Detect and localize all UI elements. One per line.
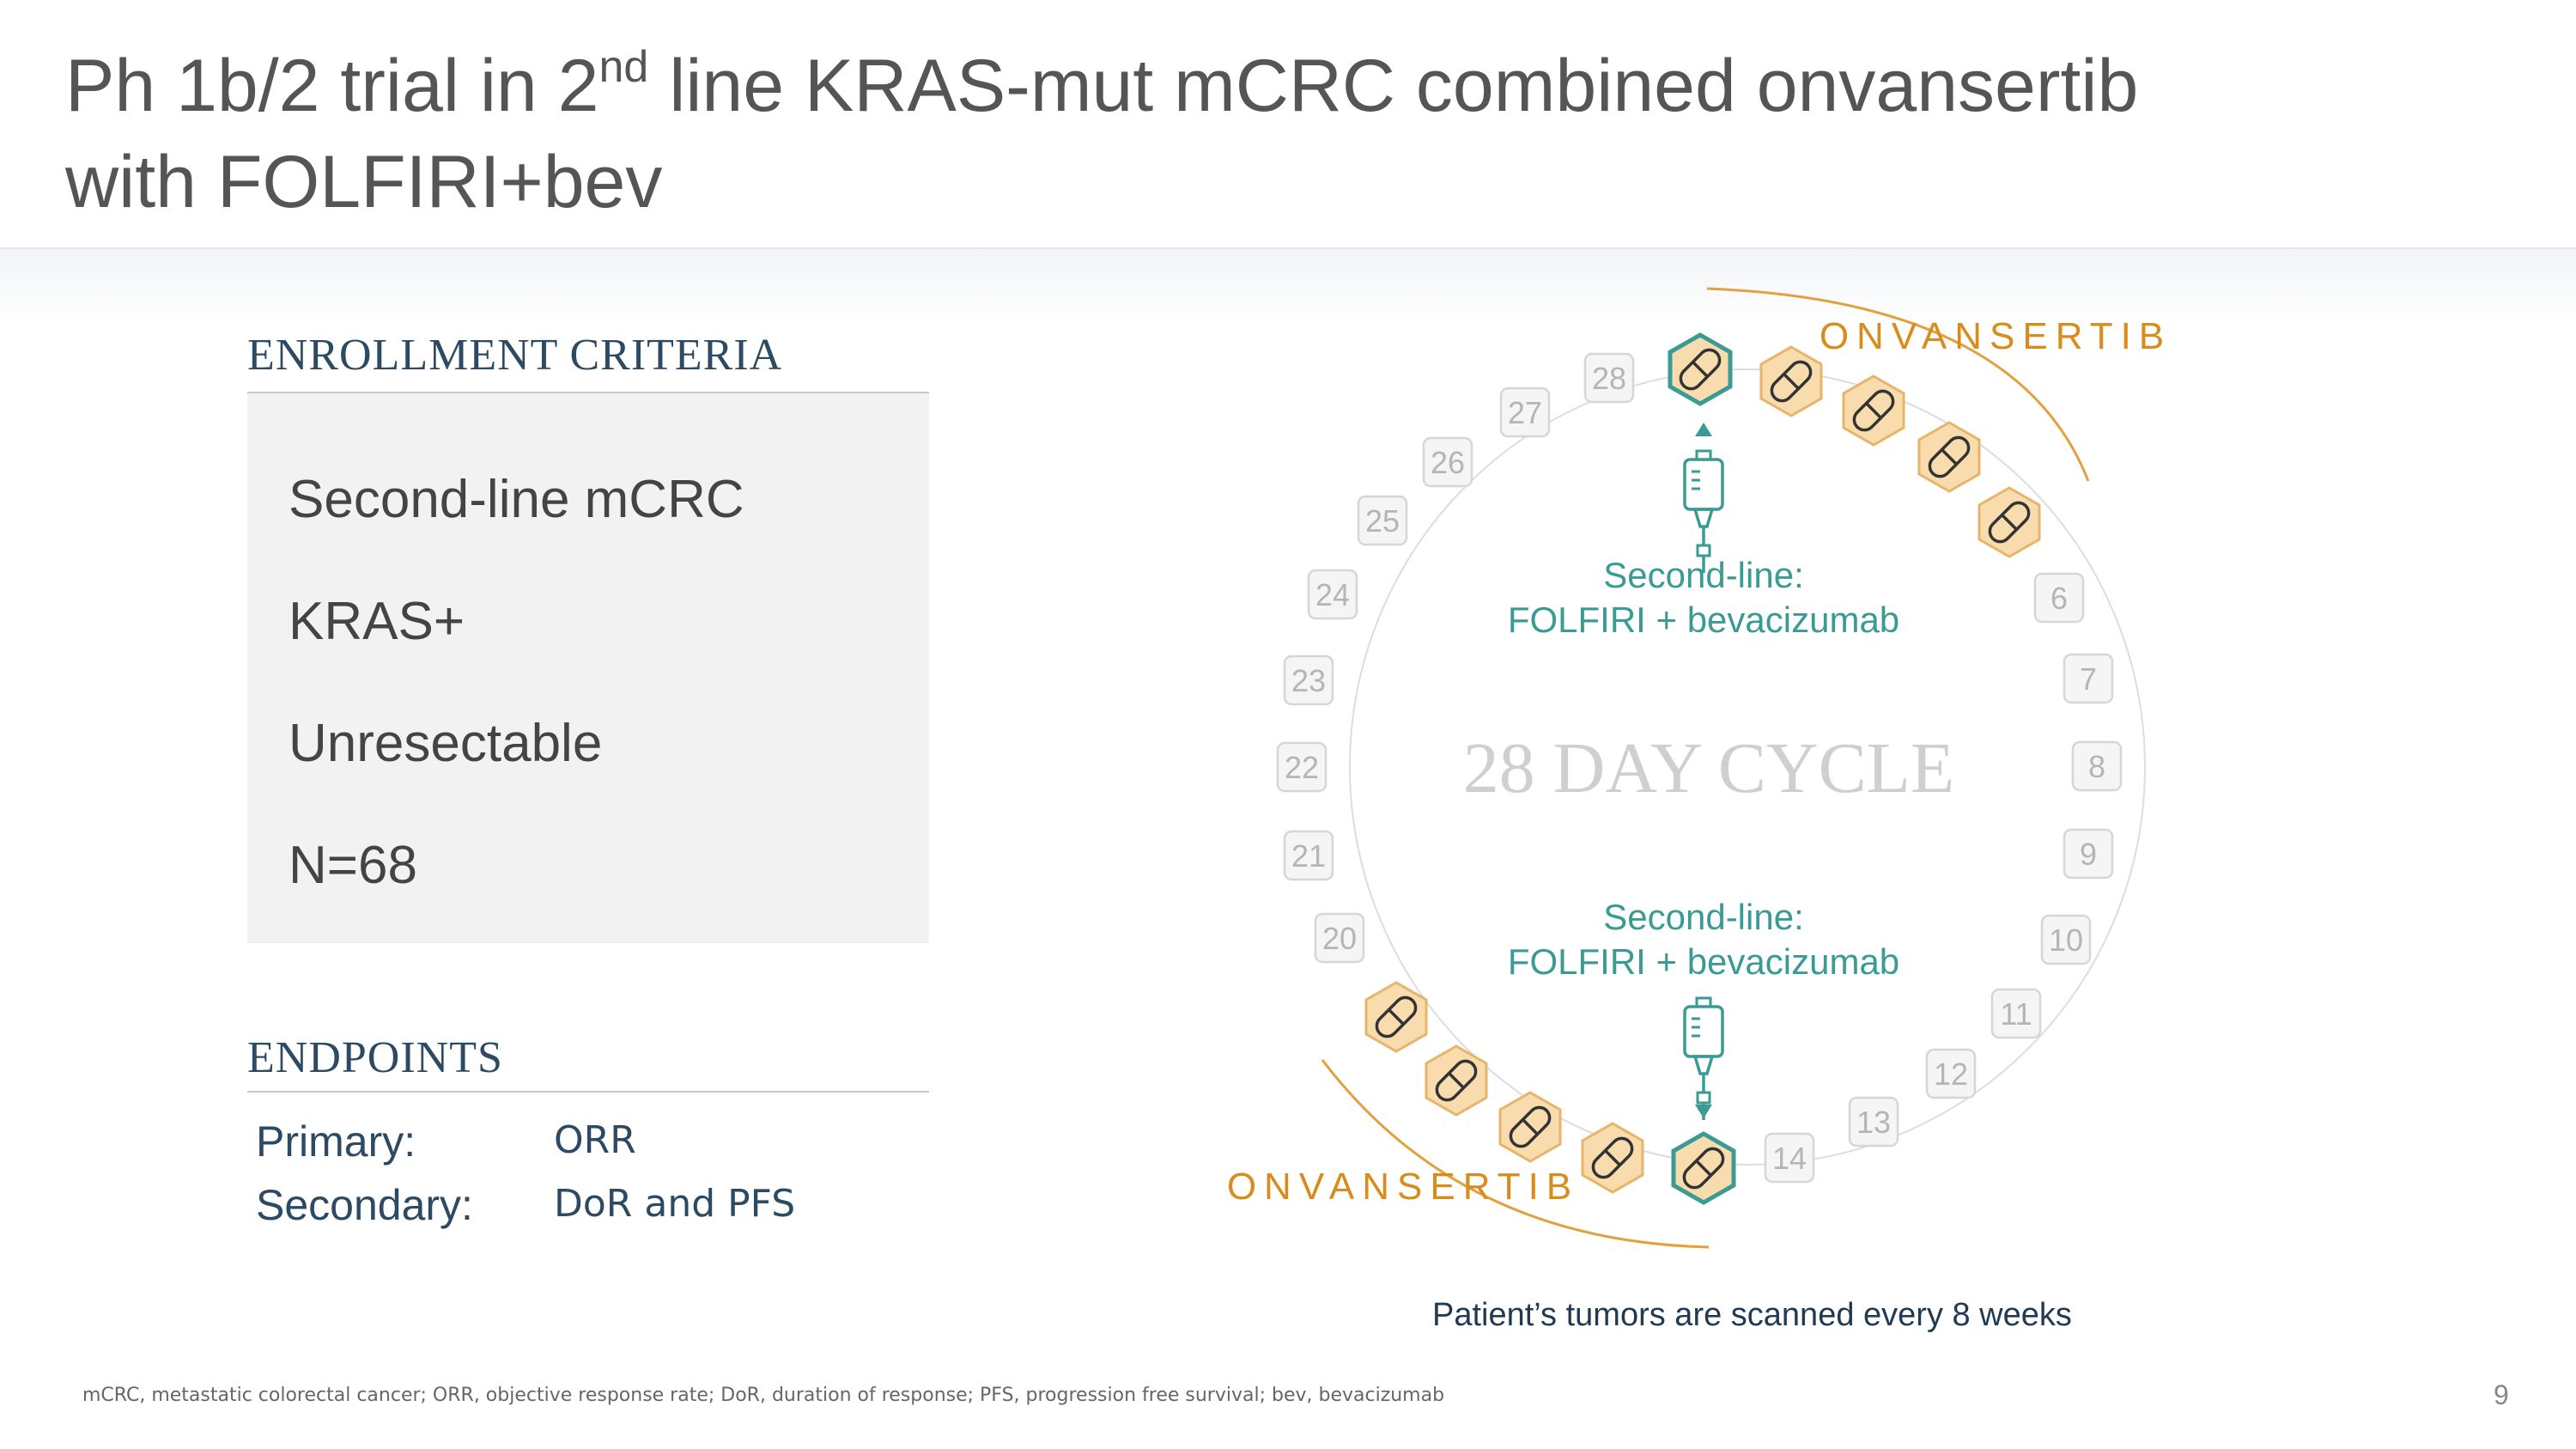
page-number: 9 xyxy=(2494,1379,2509,1410)
day-number: 26 xyxy=(1431,445,1465,480)
onvansertib-arc-bottom xyxy=(1321,1059,1710,1249)
cycle-ring xyxy=(1349,368,2146,1166)
primary-endpoint-value: ORR xyxy=(554,1118,636,1162)
day-box: 7 xyxy=(2063,653,2114,704)
day-box: 21 xyxy=(1283,830,1334,881)
onvansertib-label-top: ONVANSERTIB xyxy=(1820,315,2172,357)
title-line1-pre: Ph 1b/2 trial in 2 xyxy=(65,45,599,127)
pill-icon xyxy=(1668,332,1733,406)
day-boxes: 6 7 8 9 10 11 12 13 14 20 21 22 23 24 25… xyxy=(1276,352,2123,1184)
day-box: 27 xyxy=(1499,387,1551,438)
criteria-item: KRAS+ xyxy=(289,592,465,651)
endpoints-rule xyxy=(247,1091,929,1093)
primary-endpoint-label: Primary: xyxy=(256,1117,416,1166)
enrollment-criteria-box: Second-line mCRC KRAS+ Unresectable N=68 xyxy=(247,393,929,943)
day-number: 9 xyxy=(2080,837,2097,872)
title-superscript: nd xyxy=(598,42,649,92)
day-number: 28 xyxy=(1592,361,1626,396)
day-number: 11 xyxy=(2000,996,2032,1032)
day-box: 12 xyxy=(1925,1048,1977,1099)
title-divider-band xyxy=(0,247,2576,326)
endpoints-heading: ENDPOINTS xyxy=(247,1033,503,1082)
infusion-label-top-line1: Second-line: xyxy=(1603,555,1803,595)
pill-icon xyxy=(1759,345,1823,417)
arrow-down-icon xyxy=(1695,1105,1712,1118)
day-box: 22 xyxy=(1276,741,1327,793)
arrow-up-icon xyxy=(1695,423,1712,436)
pill-icon xyxy=(1364,981,1428,1053)
day-number: 22 xyxy=(1285,750,1319,785)
cycle-center-label: 28 DAY CYCLE xyxy=(1463,728,1955,808)
slide-title: Ph 1b/2 trial in 2nd line KRAS-mut mCRC … xyxy=(65,42,2139,225)
day-box: 13 xyxy=(1848,1096,1899,1148)
title-line2: with FOLFIRI+bev xyxy=(65,141,663,223)
day-box: 10 xyxy=(2040,914,2092,965)
infusion-label-top-line2: FOLFIRI + bevacizumab xyxy=(1508,600,1899,640)
pill-icon xyxy=(1917,421,1981,493)
onvansertib-arc-top xyxy=(1706,287,2090,482)
day-box: 25 xyxy=(1357,495,1408,546)
day-number: 12 xyxy=(1934,1056,1968,1092)
footnote: mCRC, metastatic colorectal cancer; ORR,… xyxy=(82,1385,1445,1406)
day-number: 24 xyxy=(1315,577,1350,612)
scan-note: Patient’s tumors are scanned every 8 wee… xyxy=(1432,1297,2072,1333)
onvansertib-label-bottom: ONVANSERTIB xyxy=(1227,1166,1579,1208)
day-number: 20 xyxy=(1322,921,1357,956)
title-line1-post: line KRAS-mut mCRC combined onvansertib xyxy=(648,45,2139,127)
day-box: 28 xyxy=(1583,352,1635,404)
pill-icon xyxy=(1842,374,1905,447)
day-box: 8 xyxy=(2071,740,2123,792)
iv-bag-icon xyxy=(1683,996,1724,1122)
day-number: 7 xyxy=(2080,661,2097,697)
pill-icon xyxy=(1671,1131,1736,1205)
day-box: 11 xyxy=(1990,988,2042,1039)
infusion-label-bottom-line2: FOLFIRI + bevacizumab xyxy=(1508,941,1899,982)
day-number: 13 xyxy=(1856,1105,1891,1140)
secondary-endpoint-value: DoR and PFS xyxy=(554,1182,796,1226)
pill-icon xyxy=(1498,1091,1562,1163)
day-number: 10 xyxy=(2049,922,2083,958)
criteria-item: N=68 xyxy=(289,836,417,895)
secondary-endpoint-label: Secondary: xyxy=(256,1181,473,1229)
day-number: 25 xyxy=(1365,503,1400,539)
day-box: 6 xyxy=(2033,572,2085,624)
day-number: 27 xyxy=(1508,395,1542,430)
day-box: 24 xyxy=(1307,569,1358,620)
day-number: 8 xyxy=(2088,749,2105,784)
day-box: 23 xyxy=(1283,654,1334,706)
day-box: 14 xyxy=(1764,1132,1815,1184)
day-box: 9 xyxy=(2063,828,2114,880)
infusion-label-bottom-line1: Second-line: xyxy=(1603,897,1803,937)
pill-icon xyxy=(1581,1122,1644,1194)
day-box: 20 xyxy=(1314,912,1365,964)
day-box: 26 xyxy=(1422,436,1473,488)
enrollment-heading: ENROLLMENT CRITERIA xyxy=(247,331,783,380)
enrollment-rule xyxy=(247,392,929,393)
pill-icon xyxy=(1425,1044,1488,1117)
criteria-item: Unresectable xyxy=(289,714,603,773)
day-number: 23 xyxy=(1291,663,1326,698)
criteria-item: Second-line mCRC xyxy=(289,470,744,529)
day-number: 14 xyxy=(1772,1141,1807,1176)
pill-icon xyxy=(1978,486,2041,558)
onvansertib-doses xyxy=(1364,332,2041,1205)
day-number: 21 xyxy=(1291,838,1326,874)
day-number: 6 xyxy=(2050,581,2068,616)
